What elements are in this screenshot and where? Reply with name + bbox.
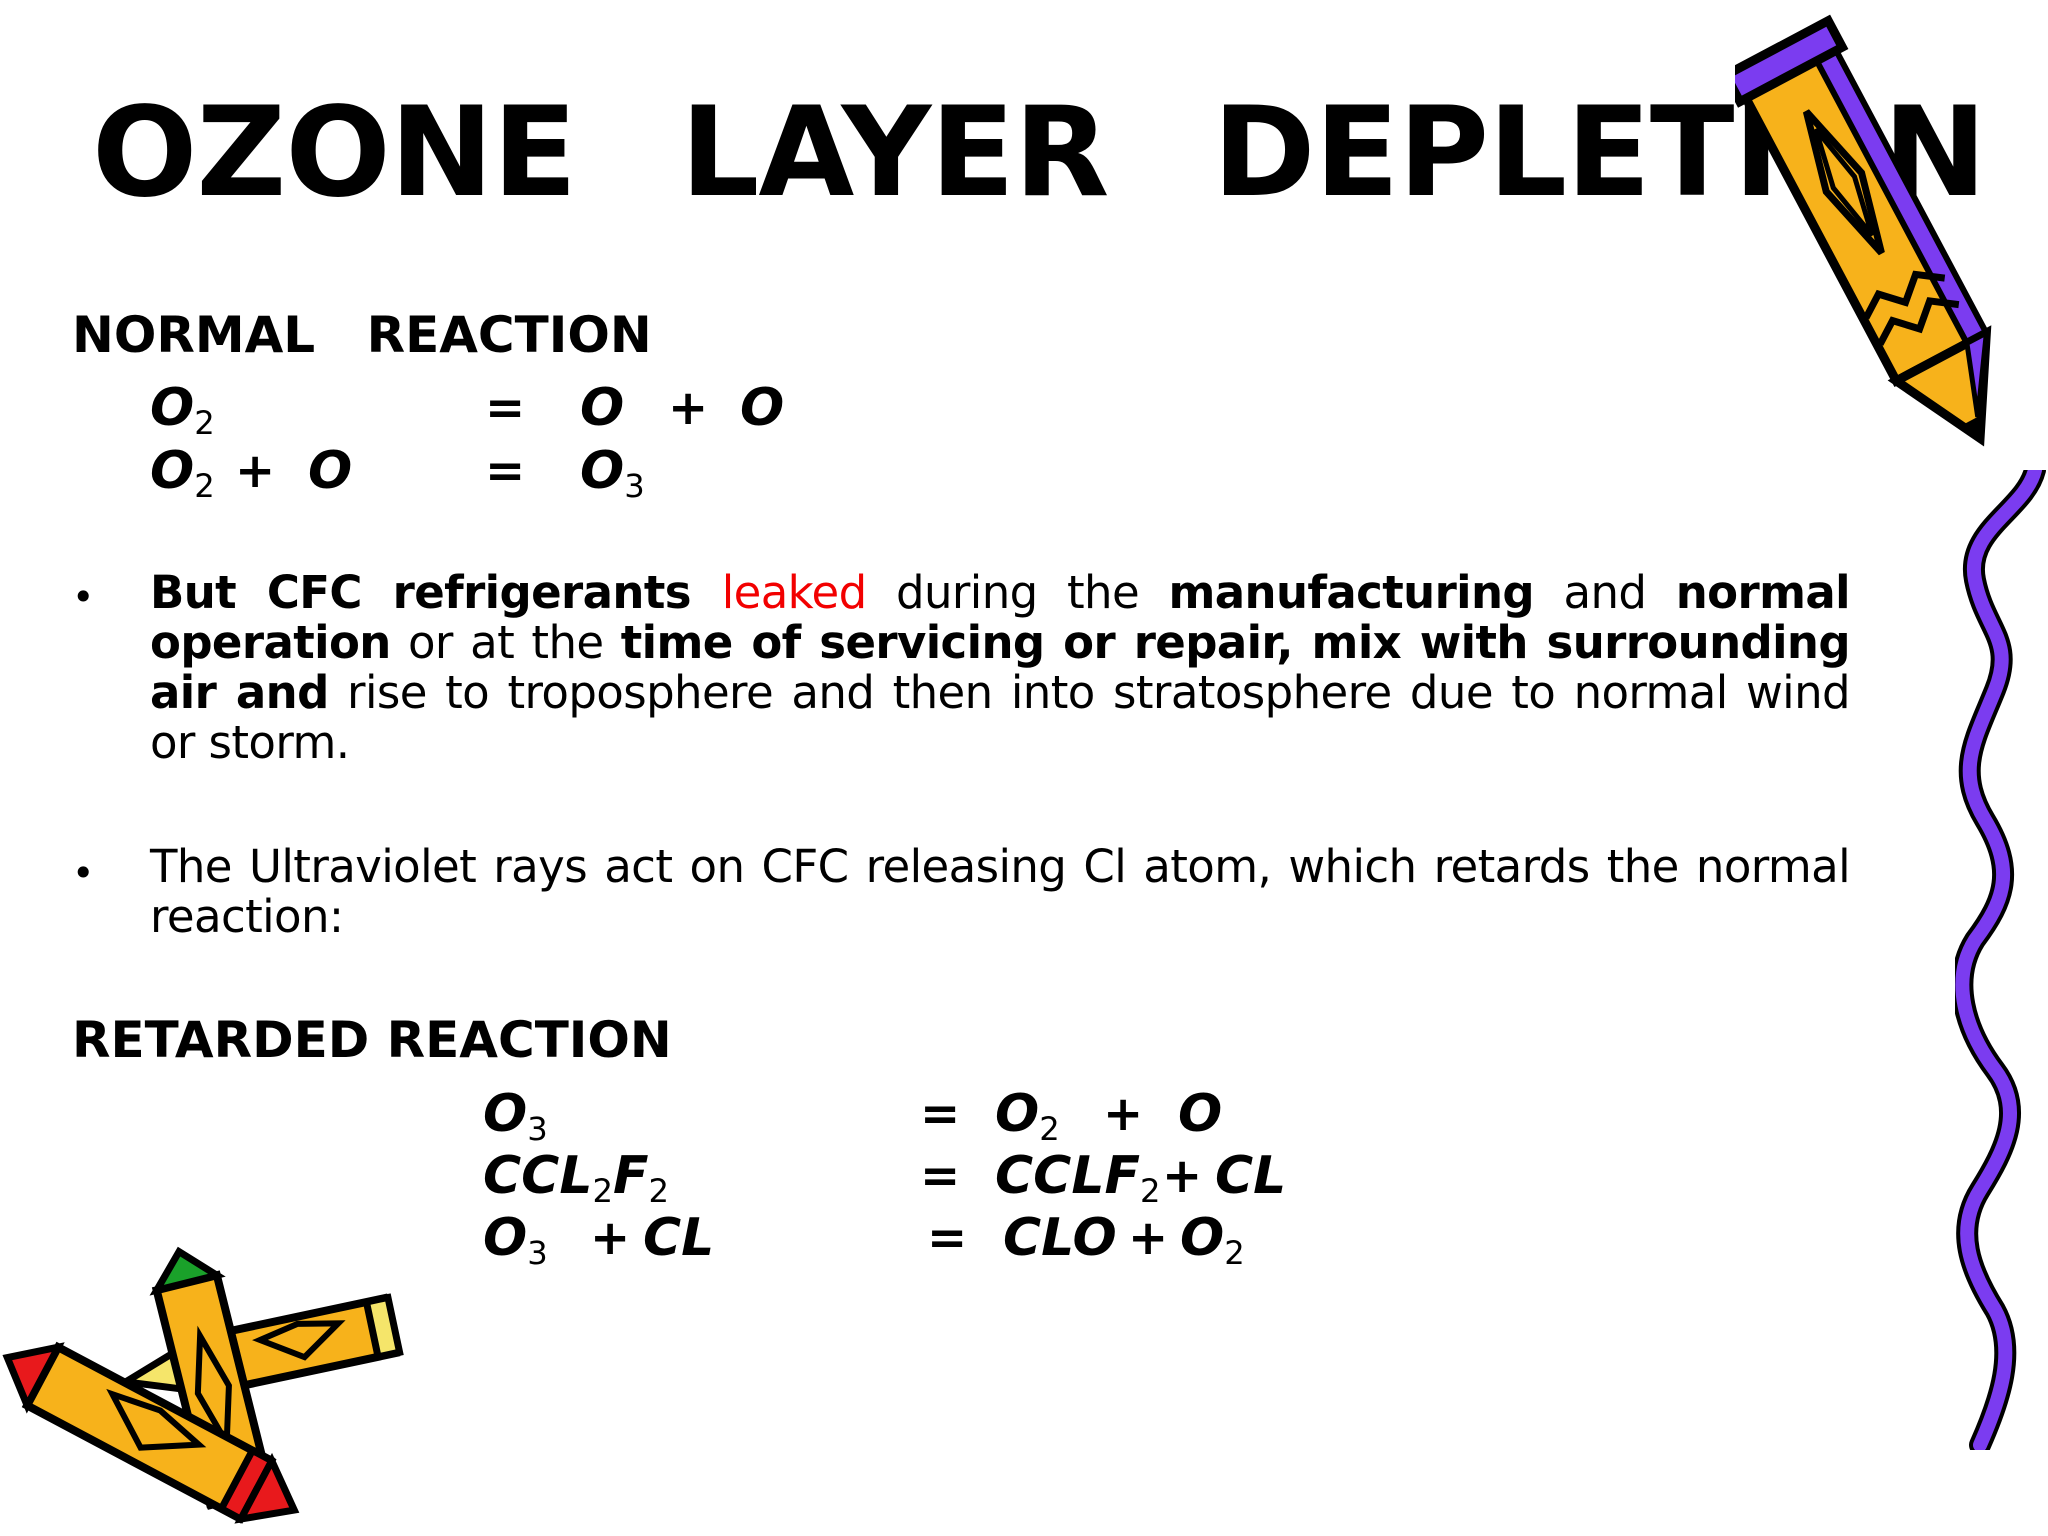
bullet-text-segment: rise to troposphere and then into strato… [150, 666, 1851, 769]
retarded-eq-3-rhs-a: CLO [1003, 1208, 1117, 1268]
retarded-eq-1-rhs-b: O [1178, 1084, 1223, 1144]
retarded-eq-1-lhs: O3 [483, 1084, 548, 1149]
bullet-ultraviolet-text: The Ultraviolet rays act on CFC releasin… [150, 840, 1851, 943]
retarded-eq-3-plus: + [1128, 1210, 1169, 1266]
normal-eq-1-rhs-b: O [740, 378, 785, 438]
normal-eq-2-rhs: O3 [580, 441, 645, 506]
retarded-eq-1-equals: = [920, 1086, 961, 1142]
normal-eq-1-lhs: O2 [150, 378, 215, 443]
squiggle-border-icon [1955, 470, 2046, 1450]
highlight-leaked: leaked [721, 566, 867, 619]
normal-eq-1-equals: = [485, 380, 526, 436]
retarded-eq-2-lhs: CCL2F2 [483, 1146, 670, 1211]
normal-eq-2-equals: = [485, 443, 526, 499]
normal-eq-2-lhs-a: O2 [150, 441, 215, 506]
bullet-text-segment: time of servicing or repair, mix with su… [150, 616, 1851, 719]
normal-reaction-heading: NORMAL REACTION [72, 306, 652, 364]
bullet-marker: • [72, 851, 95, 895]
normal-eq-2-lhs-plus: + [235, 443, 276, 499]
retarded-eq-1-rhs-a: O2 [995, 1084, 1060, 1149]
retarded-eq-2-rhs-b: CL [1215, 1146, 1287, 1206]
retarded-eq-3-lhs-b: CL [643, 1208, 715, 1268]
retarded-eq-3-lhs-plus: + [590, 1210, 631, 1266]
bullet-text-segment: manufacturing [1168, 566, 1535, 619]
retarded-eq-1-plus: + [1103, 1086, 1144, 1142]
bullet-text-segment: during the [866, 566, 1169, 619]
pencil-icon [1735, 14, 1992, 447]
retarded-eq-2-plus: + [1162, 1148, 1203, 1204]
normal-eq-1-rhs-a: O [580, 378, 625, 438]
retarded-eq-2-equals: = [920, 1148, 961, 1204]
retarded-eq-3-equals: = [927, 1210, 968, 1266]
retarded-eq-2-rhs-a: CCLF2 [995, 1146, 1161, 1211]
retarded-reaction-heading: RETARDED REACTION [72, 1011, 672, 1069]
bullet-cfc-leak-text: But CFC refrigerants leaked during the m… [150, 566, 1851, 769]
bullet-text-segment: or at the [390, 616, 621, 669]
slide-title: OZONE LAYER DEPLETION [92, 81, 1987, 225]
bullet-text-segment: normal operation [150, 566, 1851, 669]
retarded-eq-3-lhs-a: O3 [483, 1208, 548, 1273]
normal-eq-2-lhs-b: O [308, 441, 353, 501]
crayons-icon [2, 1246, 404, 1524]
retarded-eq-3-rhs-b: O2 [1180, 1208, 1245, 1273]
normal-eq-1-plus: + [668, 380, 709, 436]
bullet-text-segment: But CFC refrigerants [150, 566, 722, 619]
bullet-marker: • [72, 575, 95, 619]
bullet-text-segment: and [1534, 566, 1676, 619]
